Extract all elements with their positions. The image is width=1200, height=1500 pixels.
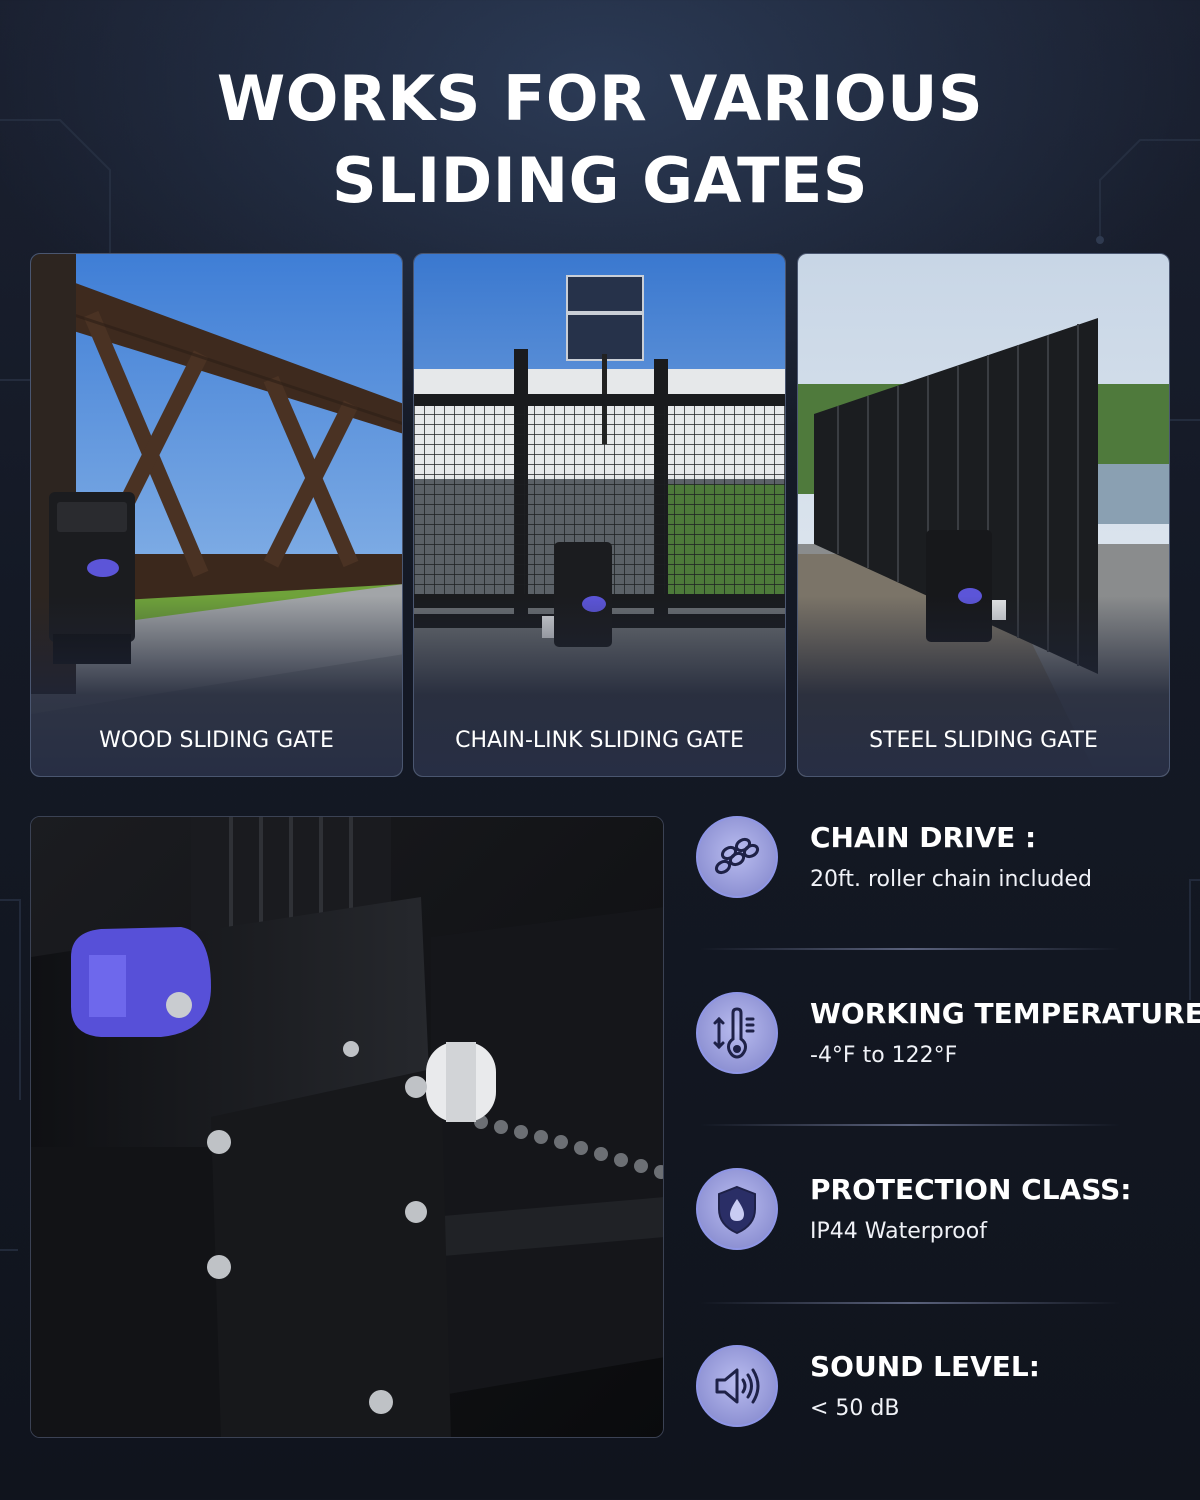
feature-chain-drive: CHAIN DRIVE : 20ft. roller chain include… [696, 816, 1186, 916]
feature-working-temperature: WORKING TEMPERATURE: -4°F to 122°F [696, 992, 1200, 1092]
feature-desc: 20ft. roller chain included [810, 867, 1093, 892]
feature-divider [700, 1302, 1120, 1304]
feature-desc: < 50 dB [810, 1396, 900, 1421]
shield-water-icon [696, 1168, 778, 1250]
feature-protection-class: PROTECTION CLASS: IP44 Waterproof [696, 1168, 1186, 1268]
chain-icon [696, 816, 778, 898]
feature-title: CHAIN DRIVE : [810, 821, 1037, 854]
page-title: WORKS FOR VARIOUS SLIDING GATES [0, 58, 1200, 222]
opener-closeup-illustration [31, 817, 663, 1437]
feature-title: PROTECTION CLASS: [810, 1173, 1132, 1206]
gate-label-steel: STEEL SLIDING GATE [869, 728, 1098, 753]
gate-label-wood: WOOD SLIDING GATE [99, 728, 334, 753]
feature-title: SOUND LEVEL: [810, 1350, 1040, 1383]
title-line-2: SLIDING GATES [332, 144, 868, 217]
feature-divider [700, 948, 1120, 950]
thermometer-icon [696, 992, 778, 1074]
gate-card-chain-link: CHAIN-LINK SLIDING GATE [413, 253, 786, 777]
feature-sound-level: SOUND LEVEL: < 50 dB [696, 1345, 1186, 1445]
title-line-1: WORKS FOR VARIOUS [216, 62, 984, 135]
gate-card-steel: STEEL SLIDING GATE [797, 253, 1170, 777]
opener-closeup-photo [30, 816, 664, 1438]
feature-divider [700, 1124, 1120, 1126]
feature-desc: -4°F to 122°F [810, 1043, 958, 1068]
gate-label-chain-link: CHAIN-LINK SLIDING GATE [455, 728, 744, 753]
gate-card-wood: WOOD SLIDING GATE [30, 253, 403, 777]
feature-title: WORKING TEMPERATURE: [810, 997, 1200, 1030]
speaker-icon [696, 1345, 778, 1427]
feature-desc: IP44 Waterproof [810, 1219, 987, 1244]
